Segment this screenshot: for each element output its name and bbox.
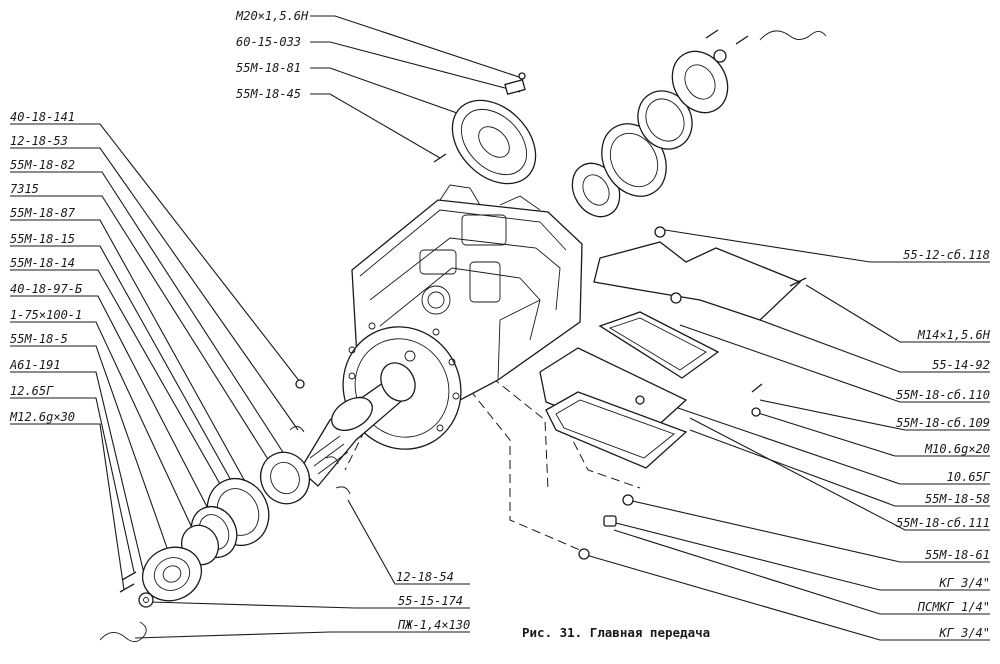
label-40-18-141: 40-18-141 bbox=[10, 110, 75, 124]
label-1-75x100-1: 1-75×100-1 bbox=[10, 308, 82, 322]
label-m12: М12.6g×30 bbox=[9, 410, 75, 424]
leader-lines bbox=[10, 15, 990, 641]
label-55m-18-58: 55М-18-58 bbox=[925, 492, 990, 506]
pinion-shaft bbox=[299, 362, 416, 487]
right-bearing-stack bbox=[571, 29, 827, 218]
label-55m-18-15: 55М-18-15 bbox=[10, 232, 75, 246]
label-55m-18-sb110: 55М-18-сб.110 bbox=[896, 388, 990, 402]
label-m14: М14×1,5.6Н bbox=[917, 328, 991, 342]
label-55m-18-61: 55М-18-61 bbox=[925, 548, 990, 562]
covers-and-gaskets bbox=[539, 226, 807, 560]
label-40-18-97b: 40-18-97-Б bbox=[10, 282, 83, 296]
label-m10: М10.6g×20 bbox=[924, 442, 990, 456]
label-55m-18-87: 55М-18-87 bbox=[10, 206, 76, 220]
left-bearing-stack bbox=[99, 379, 351, 642]
label-top-55m-18-81: 55М-18-81 bbox=[236, 61, 301, 75]
label-12-18-54: 12-18-54 bbox=[396, 570, 454, 584]
label-12-65g: 12.65Г bbox=[10, 384, 54, 398]
label-7315: 7315 bbox=[10, 182, 39, 196]
label-kg34-a: КГ 3/4" bbox=[938, 576, 990, 590]
label-12-18-53: 12-18-53 bbox=[10, 134, 68, 148]
part-labels: М20×1,5.6Н 60-15-033 55М-18-81 55М-18-45… bbox=[9, 9, 991, 640]
label-55m-18-sb111: 55М-18-сб.111 bbox=[896, 516, 990, 530]
label-top-55m-18-45: 55М-18-45 bbox=[236, 87, 301, 101]
figure-caption: Рис. 31. Главная передача bbox=[522, 625, 710, 640]
label-55m-18-14: 55М-18-14 bbox=[10, 256, 75, 270]
label-55-14-92: 55-14-92 bbox=[932, 358, 990, 372]
label-psmkg: ПСМКГ 1/4" bbox=[917, 600, 990, 614]
label-55m-18-5: 55М-18-5 bbox=[10, 332, 68, 346]
label-55-12-sb118: 55-12-сб.118 bbox=[903, 248, 990, 262]
label-a61-191: А61-191 bbox=[9, 358, 61, 372]
label-10-65g: 10.65Г bbox=[947, 470, 991, 484]
label-55m-18-sb109: 55М-18-сб.109 bbox=[896, 416, 990, 430]
label-55m-18-82: 55М-18-82 bbox=[10, 158, 75, 172]
label-top-m20: М20×1,5.6Н bbox=[235, 9, 309, 23]
label-kg34-b: КГ 3/4" bbox=[938, 626, 990, 640]
label-pzh: ПЖ-1,4×130 bbox=[397, 618, 470, 632]
label-top-60-15-033: 60-15-033 bbox=[236, 35, 301, 49]
crown-gear bbox=[433, 72, 537, 185]
label-55-15-174: 55-15-174 bbox=[398, 594, 463, 608]
